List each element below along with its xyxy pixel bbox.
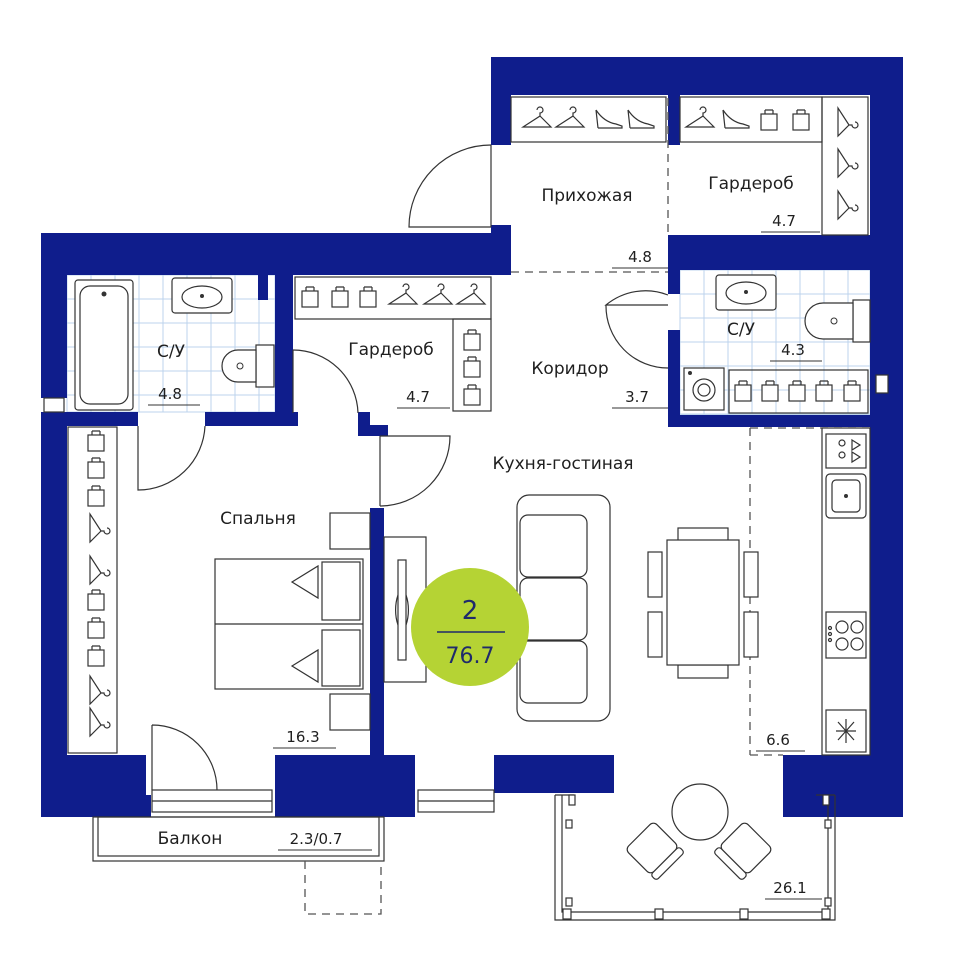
bag-icon — [815, 380, 833, 402]
hanger-icon — [89, 705, 111, 738]
hanger-icon — [837, 188, 859, 221]
bedroom-area: 16.3 — [286, 728, 319, 746]
wardrobe-shelf-mid — [294, 276, 492, 412]
bag-icon — [760, 109, 778, 131]
bag-icon — [761, 380, 779, 402]
bag-icon — [792, 109, 810, 131]
sofa-icon — [516, 494, 611, 722]
walls — [41, 57, 903, 817]
bag-icon — [301, 286, 319, 308]
shoe-icon — [722, 109, 750, 129]
bag-icon — [87, 645, 105, 667]
bag-icon — [788, 380, 806, 402]
hanger-icon — [520, 106, 553, 128]
hanger-icon — [421, 283, 454, 305]
bag-icon — [87, 485, 105, 507]
door-icon — [137, 144, 669, 791]
bedroom-closet — [67, 426, 118, 754]
bag-icon — [87, 589, 105, 611]
balcony-name: Балкон — [158, 829, 223, 849]
corridor-name: Коридор — [531, 359, 608, 379]
bathroom-right-name: С/У — [727, 320, 756, 340]
room-labels: Прихожая 4.8 Гардероб 4.7 С/У 4.8 Гардер… — [148, 174, 822, 900]
bathtub-icon — [74, 279, 134, 411]
laundry-shelf — [728, 369, 869, 414]
total-area: 76.7 — [446, 644, 495, 669]
sink-icon — [825, 473, 867, 519]
hanger-icon — [454, 283, 487, 305]
toilet-icon — [221, 344, 275, 388]
wardrobe-shelf-top-left — [510, 96, 667, 143]
bed-icon — [214, 512, 371, 731]
bag-icon — [87, 617, 105, 639]
washing-machine-icon — [683, 367, 725, 411]
hanger-icon — [89, 511, 111, 544]
hanger-icon — [89, 673, 111, 706]
stove-icon — [825, 433, 867, 469]
wardrobe-mid-area: 4.7 — [406, 388, 430, 406]
bay-window — [554, 794, 836, 921]
wardrobe-top-area: 4.7 — [772, 212, 796, 230]
bathroom-left-area: 4.8 — [158, 385, 182, 403]
hanger-icon — [386, 283, 419, 305]
bag-icon — [87, 430, 105, 452]
bedroom-name: Спальня — [220, 509, 296, 529]
wardrobe-shelf-top-right — [679, 96, 869, 236]
kitchen-zone-area: 6.6 — [766, 731, 790, 749]
toilet-icon — [804, 299, 871, 343]
bag-icon — [463, 384, 481, 406]
balcony-area: 2.3/0.7 — [290, 830, 343, 848]
bag-icon — [843, 380, 861, 402]
hallway-area: 4.8 — [628, 248, 652, 266]
rooms-count: 2 — [462, 596, 479, 626]
corridor-area: 3.7 — [625, 388, 649, 406]
window-icon — [43, 374, 889, 813]
hallway-name: Прихожая — [541, 186, 632, 206]
bag-icon — [87, 457, 105, 479]
stove-icon — [825, 611, 867, 659]
bathroom-right-area: 4.3 — [781, 341, 805, 359]
living-area: 26.1 — [773, 879, 806, 897]
sink-icon — [715, 274, 777, 311]
bag-icon — [331, 286, 349, 308]
bathroom-left-name: С/У — [157, 342, 186, 362]
fridge-icon — [825, 709, 867, 753]
hanger-icon — [89, 553, 111, 586]
bag-icon — [359, 286, 377, 308]
bag-icon — [463, 356, 481, 378]
sink-icon — [171, 277, 233, 314]
wardrobe-top-name: Гардероб — [708, 174, 793, 194]
hanger-icon — [553, 106, 586, 128]
dining-table-icon — [626, 783, 772, 880]
shoe-icon — [627, 109, 655, 129]
shoe-icon — [595, 109, 623, 129]
bag-icon — [734, 380, 752, 402]
balcony — [92, 816, 385, 915]
hanger-icon — [837, 105, 859, 138]
wardrobe-mid-name: Гардероб — [348, 340, 433, 360]
bag-icon — [463, 329, 481, 351]
dining-table-icon — [647, 527, 759, 679]
apartment-badge: 2 76.7 — [411, 568, 529, 686]
hanger-icon — [683, 106, 716, 128]
kitchen-living-name: Кухня-гостиная — [492, 454, 633, 474]
hanger-icon — [837, 146, 859, 179]
